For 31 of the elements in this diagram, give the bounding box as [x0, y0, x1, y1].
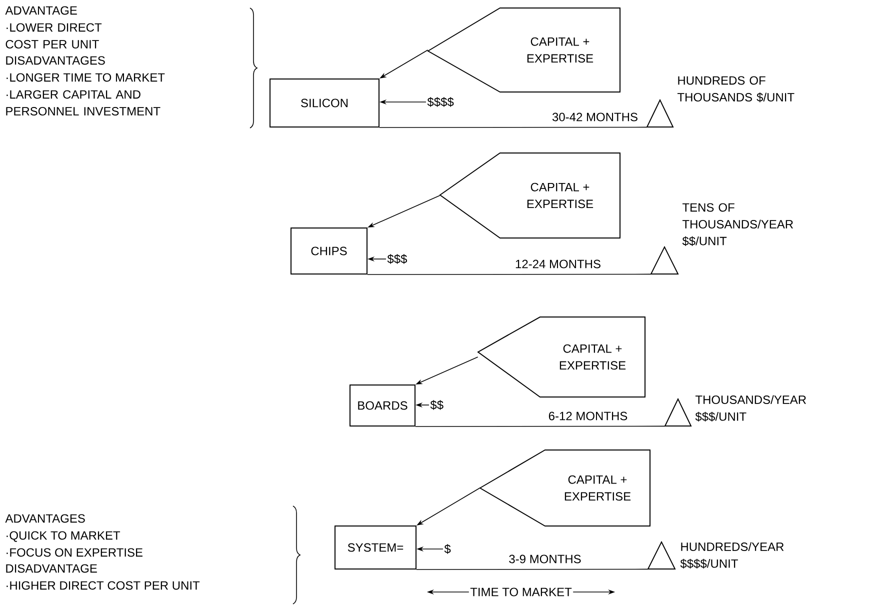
stage-box: BOARDS	[350, 384, 416, 426]
triangle-caption: THOUSANDS/YEAR $$$/UNIT	[695, 395, 806, 422]
timeline	[379, 126, 648, 128]
note-text: ADVANTAGE	[5, 6, 77, 15]
note-text: DISADVANTAGES	[6, 56, 105, 65]
note-text: DISADVANTAGE	[6, 564, 97, 573]
stage-box: CHIPS	[290, 228, 368, 274]
note-text: ·LONGER TIME TO MARKET	[6, 73, 165, 82]
edge-label: 6-12 MONTHS	[547, 410, 629, 422]
stage-box: SILICON	[270, 78, 380, 128]
cost-label: $$$	[387, 254, 408, 264]
edge-label: 30-42 MONTHS	[551, 112, 640, 122]
edge-label: 3-9 MONTHS	[508, 554, 582, 564]
timeline	[416, 568, 648, 570]
axis-caption: TIME TO MARKET	[470, 588, 572, 596]
timeline	[367, 274, 652, 275]
note-text: ·FOCUS ON EXPERTISE	[6, 548, 142, 557]
cost-label: $	[444, 544, 451, 554]
note-text: ·LARGER CAPITAL AND PERSONNEL INVESTMENT	[6, 90, 160, 116]
timeline	[415, 426, 666, 427]
triangle-caption: TENS OF THOUSANDS/YEAR $$/UNIT	[682, 203, 793, 246]
triangle-caption: HUNDREDS/YEAR $$$$/UNIT	[680, 542, 784, 569]
cost-label: $$$$	[427, 97, 454, 107]
stage-box: SYSTEM=	[334, 526, 416, 570]
edge-label: 12-24 MONTHS	[514, 258, 602, 270]
note-text: ADVANTAGES	[5, 514, 85, 523]
note-text: ·HIGHER DIRECT COST PER UNIT	[6, 581, 200, 590]
triangle-caption: HUNDREDS OF THOUSANDS $/UNIT	[677, 76, 794, 102]
note-text: ·LOWER DIRECT COST PER UNIT	[6, 23, 102, 48]
cost-label: $$	[430, 400, 444, 410]
note-text: ·QUICK TO MARKET	[6, 531, 120, 542]
